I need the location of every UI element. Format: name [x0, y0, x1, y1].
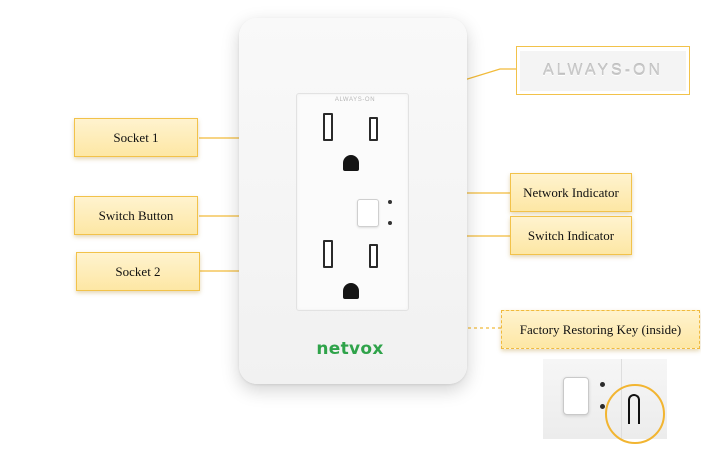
- always-on-engraving: ALWAYS-ON: [334, 97, 376, 103]
- network-indicator-label: Network Indicator: [510, 173, 632, 212]
- factory-key-leader: [423, 240, 501, 329]
- factory-key-highlight-circle: [605, 384, 665, 444]
- network-indicator-led: [388, 200, 392, 204]
- always-on-callout: ALWAYS-ON: [516, 46, 690, 95]
- closeup-switch-button: [563, 377, 589, 415]
- closeup-switch-led: [600, 404, 605, 409]
- factory-restoring-key-label: Factory Restoring Key (inside): [501, 310, 700, 349]
- socket1-hot-slot: [369, 117, 378, 141]
- switch-button[interactable]: [357, 199, 379, 227]
- socket1-ground-hole: [343, 155, 359, 171]
- switch-button-label: Switch Button: [74, 196, 198, 235]
- socket2-hot-slot: [369, 244, 378, 268]
- socket2-neutral-slot: [323, 240, 333, 268]
- always-on-callout-text: ALWAYS-ON: [520, 50, 686, 91]
- switch-indicator-led: [388, 221, 392, 225]
- socket2-ground-hole: [343, 283, 359, 299]
- switch-indicator-label: Switch Indicator: [510, 216, 632, 255]
- socket1-label: Socket 1: [74, 118, 198, 157]
- netvox-logo: netvox: [316, 339, 384, 359]
- outlet-insert: [296, 93, 409, 311]
- closeup-network-led: [600, 382, 605, 387]
- socket2-label: Socket 2: [76, 252, 200, 291]
- socket1-neutral-slot: [323, 113, 333, 141]
